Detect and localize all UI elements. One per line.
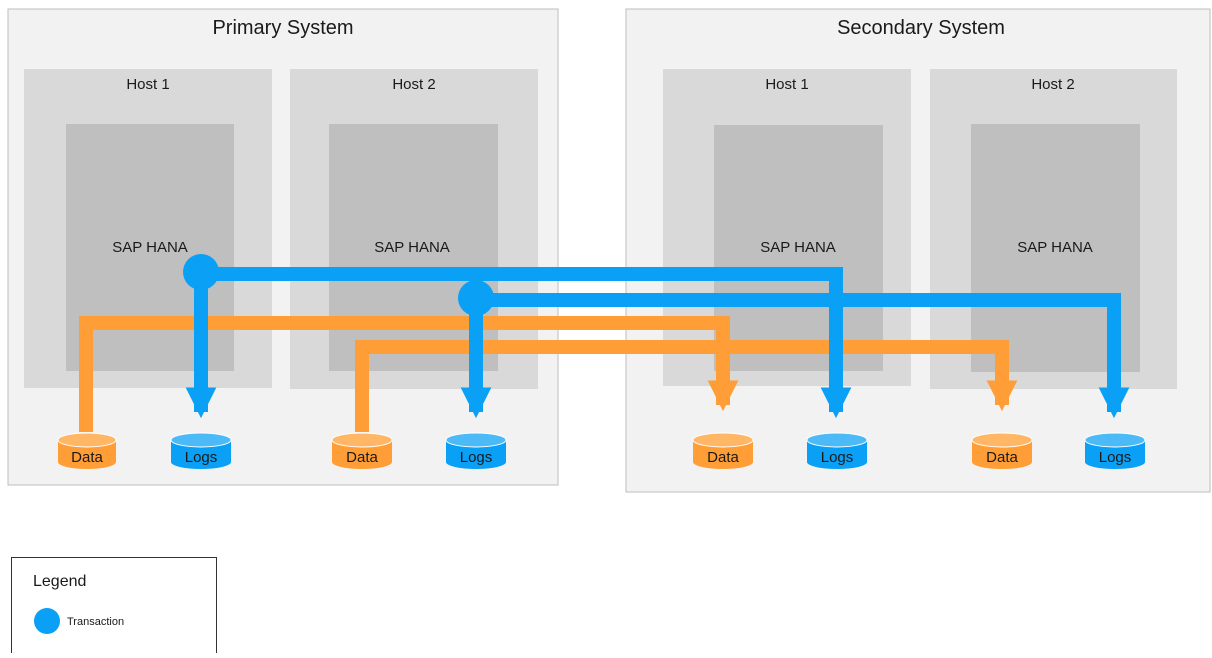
sap-hana-label: SAP HANA [112,239,188,256]
logs-volume-label: Logs [460,449,493,466]
host-label: Host 2 [392,76,435,93]
data-volume-label: Data [986,449,1018,466]
secondary-host1-data-volume: Data [692,432,754,469]
host-label: Host 1 [126,76,169,93]
secondary-system: Secondary System Host 1 SAP HANA Host 2 … [625,8,1211,493]
data-volume-label: Data [707,449,739,466]
primary-host1-logs-volume: Logs [170,432,232,469]
secondary-host2-logs-volume: Logs [1084,432,1146,469]
logs-volume-label: Logs [185,449,218,466]
sap-hana-label: SAP HANA [1017,239,1093,256]
sap-hana-label: SAP HANA [374,239,450,256]
data-flow-host2-replication [355,340,1018,412]
primary-host1-data-volume: Data [57,432,117,469]
sap-hana-box [714,125,883,371]
primary-system-title: Primary System [212,17,353,39]
secondary-host-2: Host 2 SAP HANA [930,69,1177,389]
primary-host2-logs-volume: Logs [445,432,507,469]
legend-box [11,557,217,658]
transaction-dot-icon [458,280,494,316]
data-volume-label: Data [71,449,103,466]
secondary-system-title: Secondary System [837,17,1005,39]
data-flows [79,316,1018,432]
data-volume-label: Data [346,449,378,466]
logs-volume-label: Logs [1099,449,1132,466]
secondary-host2-data-volume: Data [971,432,1033,469]
secondary-host1-logs-volume: Logs [806,432,868,469]
legend-item-transaction: Transaction [67,616,124,628]
log-flow-host1-replication [201,267,852,419]
secondary-host-1: Host 1 SAP HANA [663,69,911,386]
log-flow-host2-replication [476,293,1130,419]
legend: Legend Transaction [11,557,217,658]
sap-hana-label: SAP HANA [760,239,836,256]
transaction-dot-icon [183,254,219,290]
legend-title: Legend [33,573,86,590]
log-flows [185,267,1130,419]
primary-host2-data-volume: Data [331,432,393,469]
data-flow-host1-replication [79,316,739,412]
logs-volume-label: Logs [821,449,854,466]
host-label: Host 1 [765,76,808,93]
primary-host-1: Host 1 SAP HANA [24,69,272,388]
host-label: Host 2 [1031,76,1074,93]
transaction-dot-icon [34,608,60,634]
